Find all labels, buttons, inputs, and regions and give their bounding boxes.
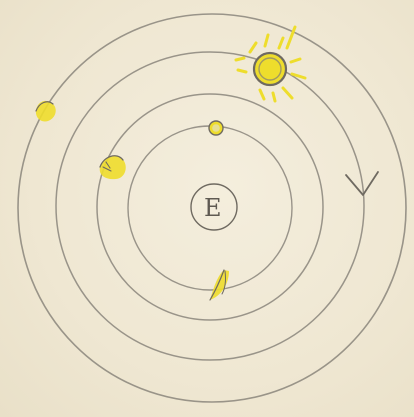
planet-icon-left-outer: [36, 101, 56, 122]
sun-icon: [236, 27, 305, 101]
earth: E: [191, 184, 237, 230]
small-body-icon: [209, 121, 223, 135]
earth-label: E: [204, 194, 222, 222]
planet-icon-left-middle: [100, 156, 126, 179]
moon-icon: [210, 270, 229, 300]
